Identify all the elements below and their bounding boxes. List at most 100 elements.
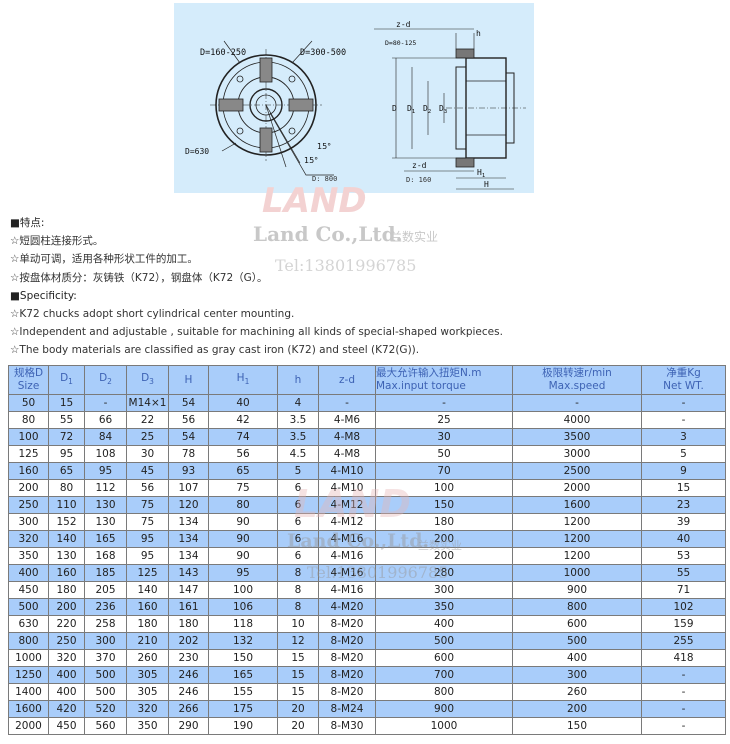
cell-d2: 258 (84, 615, 127, 633)
side-label-zd-bottom: z-d (412, 161, 427, 170)
cell-d3: 305 (126, 666, 169, 684)
cell-torque: 200 (375, 530, 513, 548)
cell-h: 8 (277, 581, 319, 599)
cell-weight: - (641, 700, 726, 718)
cell-d1: 320 (48, 649, 85, 667)
cell-d1: 420 (48, 700, 85, 718)
header-d3: D3 (126, 365, 169, 395)
cell-H: 246 (168, 683, 209, 701)
cell-zd: 8-M24 (318, 700, 376, 718)
side-label-D2: D2 (423, 104, 431, 115)
cell-d3: 30 (126, 445, 169, 463)
angle-label-a: 15° (317, 142, 331, 151)
cell-h1: 74 (208, 428, 278, 446)
cell-zd: 4-M8 (318, 445, 376, 463)
cell-h1: 90 (208, 513, 278, 531)
header-d1: D1 (48, 365, 85, 395)
cell-H: 54 (168, 394, 209, 412)
cell-h1: 90 (208, 530, 278, 548)
cell-d3: 305 (126, 683, 169, 701)
cell-speed: 150 (512, 717, 642, 735)
cell-torque: 150 (375, 496, 513, 514)
cell-d2: 370 (84, 649, 127, 667)
cell-d1: 65 (48, 462, 85, 480)
cell-zd: 4-M16 (318, 564, 376, 582)
cell-H: 246 (168, 666, 209, 684)
cell-torque: 100 (375, 479, 513, 497)
cell-weight: 55 (641, 564, 726, 582)
cell-d1: 400 (48, 666, 85, 684)
cell-speed: - (512, 394, 642, 412)
header-h1: H1 (208, 365, 278, 395)
cell-d1: 250 (48, 632, 85, 650)
cell-weight: 71 (641, 581, 726, 599)
cell-d1: 450 (48, 717, 85, 735)
side-label-zd-top: z-d (396, 20, 411, 29)
cell-zd: 8-M20 (318, 683, 376, 701)
cell-d3: 45 (126, 462, 169, 480)
cell-H: 78 (168, 445, 209, 463)
cell-H: 290 (168, 717, 209, 735)
cell-torque: 700 (375, 666, 513, 684)
cell-weight: 53 (641, 547, 726, 565)
cell-h: 15 (277, 683, 319, 701)
label-d-160-250: D=160-250 (200, 48, 246, 58)
chuck-front-view (210, 40, 334, 176)
label-d-300-500: D=300-500 (300, 48, 346, 58)
cell-d3: 56 (126, 479, 169, 497)
cell-H: 266 (168, 700, 209, 718)
cell-h: 8 (277, 598, 319, 616)
cell-weight: 9 (641, 462, 726, 480)
cell-zd: 8-M30 (318, 717, 376, 735)
cell-d1: 220 (48, 615, 85, 633)
header-d2: D2 (84, 365, 127, 395)
cell-d3: 95 (126, 547, 169, 565)
cell-d3: 25 (126, 428, 169, 446)
cell-h: 15 (277, 649, 319, 667)
cell-size: 400 (8, 564, 49, 582)
cell-d2: - (84, 394, 127, 412)
cell-d2: 108 (84, 445, 127, 463)
cell-torque: 25 (375, 411, 513, 429)
cell-d1: 95 (48, 445, 85, 463)
cell-zd: 4-M10 (318, 462, 376, 480)
cell-zd: 4-M12 (318, 513, 376, 531)
cell-zd: 8-M20 (318, 666, 376, 684)
cell-speed: 300 (512, 666, 642, 684)
cell-d2: 84 (84, 428, 127, 446)
cell-h1: 150 (208, 649, 278, 667)
cell-size: 50 (8, 394, 49, 412)
cell-size: 1400 (8, 683, 49, 701)
cell-zd: 4-M6 (318, 411, 376, 429)
cell-h: 12 (277, 632, 319, 650)
cell-H: 56 (168, 411, 209, 429)
cell-H: 147 (168, 581, 209, 599)
cell-torque: 30 (375, 428, 513, 446)
cell-d2: 520 (84, 700, 127, 718)
side-label-h: h (476, 29, 481, 38)
cell-zd: 8-M20 (318, 649, 376, 667)
cell-H: 93 (168, 462, 209, 480)
cell-d2: 500 (84, 683, 127, 701)
cell-d3: 22 (126, 411, 169, 429)
cell-weight: 40 (641, 530, 726, 548)
cell-d1: 15 (48, 394, 85, 412)
cell-d2: 205 (84, 581, 127, 599)
cell-size: 2000 (8, 717, 49, 735)
cell-zd: 4-M20 (318, 598, 376, 616)
side-label-H1: H1 (477, 168, 485, 179)
cell-h: 20 (277, 700, 319, 718)
angle-label-b: 15° (304, 156, 318, 165)
cell-d1: 110 (48, 496, 85, 514)
cell-h: 6 (277, 513, 319, 531)
